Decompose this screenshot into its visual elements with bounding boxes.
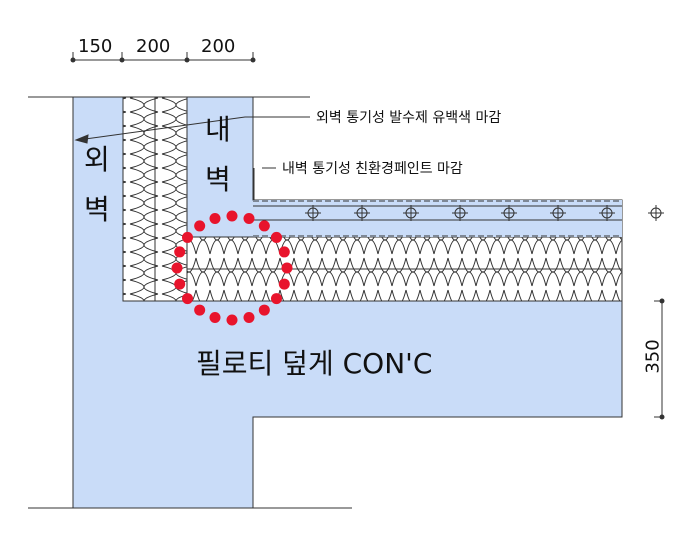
anchor-bolt-icon [403, 205, 419, 221]
highlight-dot [174, 246, 186, 258]
highlight-dot [278, 246, 290, 258]
anchor-bolt-icon [354, 205, 370, 221]
highlight-dot [174, 278, 186, 290]
outer-finish-leader [74, 116, 310, 144]
highlight-dot [278, 278, 290, 290]
highlight-dot [243, 213, 255, 225]
highlight-dot [243, 311, 255, 323]
outer-finish-note: 외벽 통기성 발수제 유백색 마감 [316, 110, 502, 126]
dim-350: 350 [642, 339, 664, 374]
highlight-dot [171, 262, 183, 274]
dim-200-b: 200 [201, 36, 236, 57]
highlight-dot [226, 314, 238, 326]
highlight-dot [194, 220, 206, 232]
anchor-bolt-icon [599, 205, 615, 221]
anchor-bolt-icon [305, 205, 321, 221]
highlight-dotted-circle [171, 210, 293, 326]
inner-wall-label-2: 벽 [205, 163, 231, 196]
highlight-dot [182, 293, 194, 305]
inner-wall-label-1: 내 [205, 113, 231, 146]
inner-finish-note: 내벽 통기성 친환경페인트 마감 [282, 161, 463, 177]
slab-dimension-line [654, 298, 665, 420]
highlight-dot [194, 304, 206, 316]
highlight-dot [270, 231, 282, 243]
anchor-bolt-icon [501, 205, 517, 221]
anchor-bolt-icon [550, 205, 566, 221]
highlight-dot [182, 231, 194, 243]
highlight-dot [226, 210, 238, 222]
highlight-dot [270, 293, 282, 305]
anchor-bolt-icon [452, 205, 468, 221]
outer-wall-label-2: 벽 [84, 193, 110, 226]
slab-label: 필로티 덮게 CON'C [196, 347, 433, 380]
outer-wall-label-1: 외 [84, 143, 110, 176]
highlight-dot [258, 220, 270, 232]
highlight-dot [209, 311, 221, 323]
dim-150: 150 [78, 36, 113, 57]
ceiling-finish-strip [253, 200, 664, 237]
top-dimension-line [70, 52, 256, 63]
highlight-dot [258, 304, 270, 316]
dim-200-a: 200 [136, 36, 171, 57]
inner-finish-leader [253, 167, 276, 200]
highlight-dot [281, 262, 293, 274]
highlight-dot [209, 213, 221, 225]
anchor-bolt-icon [648, 205, 664, 221]
